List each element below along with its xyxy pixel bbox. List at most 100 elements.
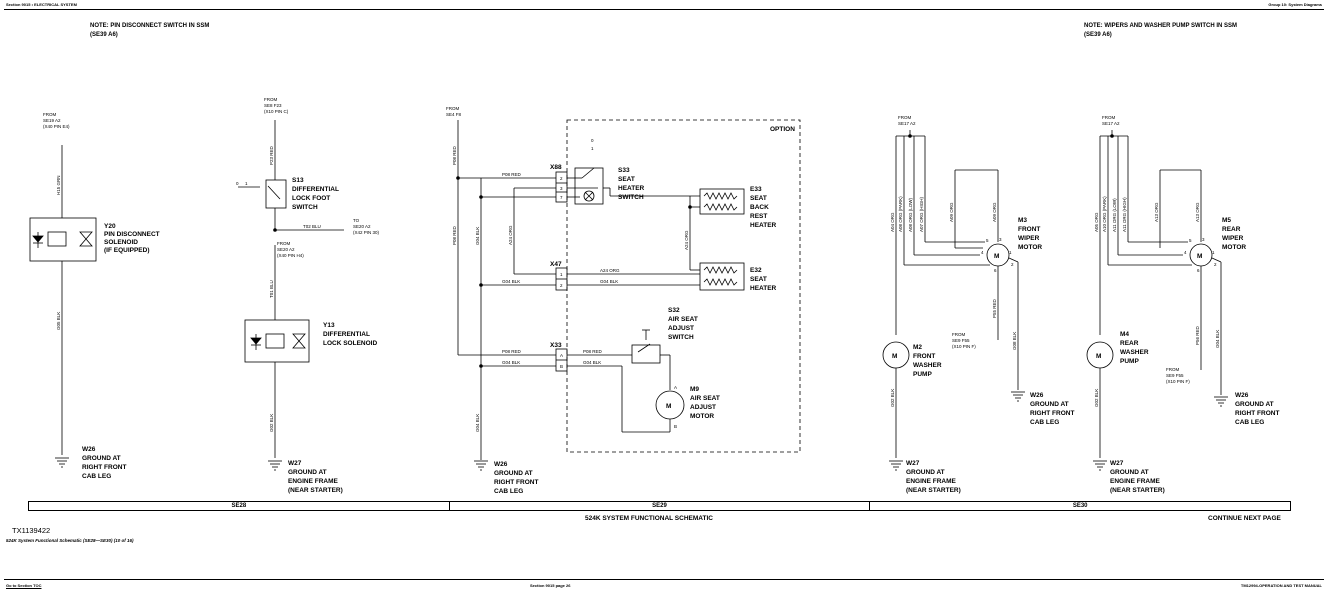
option-label: OPTION <box>770 126 795 133</box>
m4-glyph: M <box>1096 353 1101 360</box>
wire-label: A04 ORG <box>890 212 895 232</box>
wire-label: P56 RED <box>1195 325 1200 345</box>
m5-pin: 1 <box>1212 250 1215 255</box>
ground-symbol-1 <box>55 457 69 468</box>
x33-label: X33 <box>550 342 562 349</box>
figure-caption: 524K System Functional Schematic (SE28—S… <box>6 538 134 543</box>
m2-glyph: M <box>892 353 897 360</box>
m3-pin: 4 <box>981 250 984 255</box>
x88-pin: 2 <box>560 176 563 181</box>
wire-label: P08 RED <box>452 145 457 165</box>
m5-glyph: M <box>1197 253 1202 260</box>
note-right-line2: (SE39 A6) <box>1084 32 1112 38</box>
footer-toc-link[interactable]: Go to Section TOC <box>6 583 42 588</box>
x88-pin: 7 <box>560 195 563 200</box>
s33-pos: 1 <box>591 146 594 151</box>
m3-pin: 6 <box>994 268 997 273</box>
m5-pin: 6 <box>1197 268 1200 273</box>
wire-label: A09 ORG <box>949 202 954 222</box>
x47-label: X47 <box>550 261 562 268</box>
wire-label: A08 ORG (PARK) <box>898 196 903 232</box>
ground-symbol-3 <box>474 460 488 471</box>
wire-label: A05 ORG <box>1094 212 1099 232</box>
wire-label: G08 BLK <box>1012 332 1017 350</box>
note-right-line1: NOTE: WIPERS AND WASHER PUMP SWITCH IN S… <box>1084 23 1238 29</box>
footer-manual: TM12994-OPERATION AND TEST MANUAL <box>1240 583 1322 588</box>
wire-label: H15 GRN <box>56 175 61 195</box>
m5-pin: 5 <box>1189 238 1192 243</box>
footer-rule <box>4 579 1324 580</box>
footer-page: Section 9015 page 26 <box>530 583 571 588</box>
wire-label: T01 BLU <box>269 280 274 298</box>
wire-label: A11 ORG (HIGH) <box>1122 197 1127 232</box>
wire-label: G02 BLK <box>1094 389 1099 407</box>
section-se28: SE28 <box>231 503 247 509</box>
s33-pos: 0 <box>591 138 594 143</box>
header-right: Group 10: System Diagrams <box>1268 2 1322 7</box>
continue-next-page: CONTINUE NEXT PAGE <box>1208 515 1281 522</box>
wire-label: G04 BLK <box>502 360 520 365</box>
wire-label: G04 BLK <box>475 414 480 432</box>
wire-label: P55 RED <box>992 298 997 318</box>
s13-pos: 1 <box>245 181 248 186</box>
wire-label: A09 ORG <box>992 202 997 222</box>
ground-symbol-6 <box>1093 460 1107 471</box>
header-rule <box>4 9 1324 10</box>
wire-label: G04 BLK <box>502 279 520 284</box>
m3-pin: 2 <box>1011 262 1014 267</box>
wire-label: P08 RED <box>583 349 603 354</box>
x33-pin: B <box>560 364 563 369</box>
wire-label: G04 BLK <box>600 279 618 284</box>
m3-pin: 5 <box>986 238 989 243</box>
m5-pin: 3 <box>1202 237 1205 242</box>
wire-label: G02 BLK <box>890 389 895 407</box>
m3-pin: 3 <box>999 237 1002 242</box>
x47-pin: 2 <box>560 283 563 288</box>
wire-label: G04 BLK <box>1215 330 1220 348</box>
m9-glyph: M <box>666 403 671 410</box>
wire-label: G02 BLK <box>269 414 274 432</box>
m5-pin: 4 <box>1184 250 1187 255</box>
ground-symbol-7 <box>1214 396 1228 407</box>
m5-pin: 2 <box>1214 262 1217 267</box>
wire-label: P08 RED <box>502 349 522 354</box>
wire-label: G05 BLK <box>56 312 61 330</box>
ground-symbol-2 <box>268 460 282 471</box>
wire-label: P08 RED <box>502 172 522 177</box>
m3-glyph: M <box>994 253 999 260</box>
figure-id: TX1139422 <box>12 526 51 535</box>
wire-label: T02 BLU <box>303 224 321 229</box>
schematic-title: 524K SYSTEM FUNCTIONAL SCHEMATIC <box>585 515 713 522</box>
wire-label: P08 RED <box>452 225 457 245</box>
section-se29: SE29 <box>448 502 870 510</box>
wire-label: A24 ORG <box>600 268 620 273</box>
x47-pin: 1 <box>560 272 563 277</box>
wire-label: G04 BLK <box>583 360 601 365</box>
x33-pin: A <box>560 353 563 358</box>
section-se30: SE30 <box>869 502 1290 510</box>
m9-pin: A <box>674 385 677 390</box>
